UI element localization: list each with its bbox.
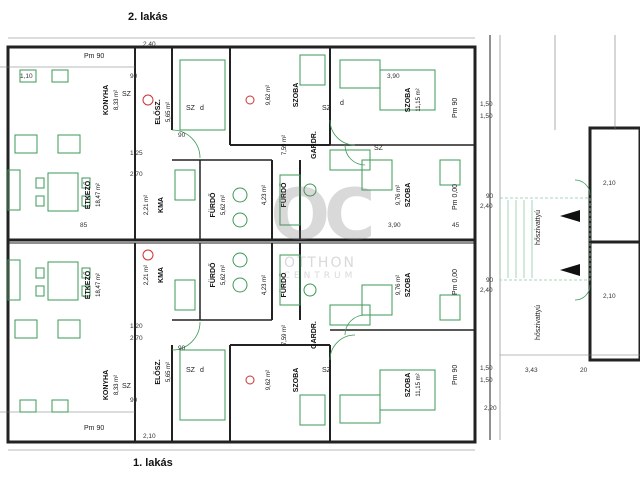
room-name: ELŐSZ. <box>153 359 162 384</box>
hoszivattyu-label: hőszivattyú <box>535 305 542 340</box>
d-label: d <box>200 105 204 112</box>
room-name: SZOBA <box>405 373 412 398</box>
room-area: 11,15 m² <box>416 373 422 396</box>
frame-lines <box>0 35 640 451</box>
dim: 90 <box>486 277 494 284</box>
room-name: SZOBA <box>405 88 412 113</box>
sz-label: SZ <box>186 105 196 112</box>
pm-label: Pm 0,00 <box>452 269 459 295</box>
room-area: 4,23 m² <box>262 275 268 295</box>
heat-pump-area <box>499 197 591 281</box>
dim: 1,50 <box>480 113 493 120</box>
sz-label: SZ <box>374 145 384 152</box>
markers <box>142 94 255 385</box>
room-name: SZOBA <box>405 183 412 208</box>
room-name: FÜRDŐ <box>208 192 217 217</box>
room-area: 7,59 m² <box>282 325 288 345</box>
pm-label: Pm 90 <box>452 98 459 118</box>
dim: 1,25 <box>130 150 143 157</box>
dim: 2,20 <box>484 405 497 412</box>
room-name: ELŐSZ. <box>153 99 162 124</box>
pm-label: Pm 90 <box>84 425 104 432</box>
dim: 90 <box>178 132 186 139</box>
unit-title-top: 2. lakás <box>128 11 168 23</box>
dim: 2,40 <box>480 287 493 294</box>
room-area: 4,23 m² <box>262 185 268 205</box>
dim: 2,70 <box>130 335 143 342</box>
room-name: KMA <box>158 267 165 283</box>
room-labels-top: KONYHA 8,33 m² ELŐSZ. 5,65 m² SZOBA 9,62… <box>83 83 422 218</box>
pm-label: Pm 0,00 <box>452 184 459 210</box>
room-area: 5,65 m² <box>166 362 172 382</box>
sz-label: SZ <box>122 91 132 98</box>
room-area: 7,59 m² <box>282 135 288 155</box>
room-name: KMA <box>158 197 165 213</box>
room-name: GARDR. <box>311 321 318 349</box>
dim: 2,10 <box>603 180 616 187</box>
dim: 20 <box>580 367 588 374</box>
room-name: SZOBA <box>405 273 412 298</box>
pm-label: Pm 90 <box>84 53 104 60</box>
dim: 85 <box>80 222 88 229</box>
dim: 1,20 <box>130 323 143 330</box>
dim: 1,50 <box>480 101 493 108</box>
room-name: SZOBA <box>293 83 300 108</box>
dim: 3,90 <box>388 222 401 229</box>
dim: 2,40 <box>480 203 493 210</box>
dim: 3,43 <box>525 367 538 374</box>
d-label: d <box>340 100 344 107</box>
room-area: 2,21 m² <box>144 195 150 215</box>
dim: 1,50 <box>480 377 493 384</box>
dim: 3,90 <box>387 73 400 80</box>
dim: 2,10 <box>603 293 616 300</box>
room-labels-bottom: KONYHA 8,33 m² ELŐSZ. 5,65 m² SZOBA 9,62… <box>83 262 422 400</box>
sz-label: SZ <box>322 367 332 374</box>
room-name: KONYHA <box>103 85 110 115</box>
dim: 2,70 <box>130 171 143 178</box>
furniture <box>7 54 461 426</box>
room-name: FÜRDŐ <box>208 262 217 287</box>
pm-label: Pm 90 <box>452 365 459 385</box>
walls <box>6 35 640 444</box>
dim: 2,10 <box>143 433 156 440</box>
dim: 1,50 <box>480 365 493 372</box>
room-area: 11,15 m² <box>416 88 422 111</box>
room-area: 9,76 m² <box>396 185 402 205</box>
dim: 90 <box>178 345 186 352</box>
dim: 90 <box>130 397 138 404</box>
room-name: KONYHA <box>103 370 110 400</box>
room-name: FÜRDŐ <box>279 182 288 207</box>
room-name: ÉTKEZŐ <box>83 270 92 299</box>
sz-label: SZ <box>186 367 196 374</box>
sz-label: SZ <box>122 383 132 390</box>
room-area: 5,62 m² <box>221 265 227 285</box>
unit-title-bottom: 1. lakás <box>133 457 173 469</box>
room-area: 5,65 m² <box>166 102 172 122</box>
dim: 90 <box>130 73 138 80</box>
dim: 45 <box>452 222 460 229</box>
dim: 2,40 <box>143 41 156 48</box>
room-area: 18,47 m² <box>96 183 102 207</box>
room-name: SZOBA <box>293 368 300 393</box>
room-area: 18,47 m² <box>96 273 102 297</box>
room-name: GARDR. <box>311 131 318 159</box>
room-area: 8,33 m² <box>114 375 120 395</box>
room-area: 8,33 m² <box>114 90 120 110</box>
dim: 1,10 <box>20 73 33 80</box>
door-swings <box>171 119 591 361</box>
sz-label: SZ <box>322 105 332 112</box>
room-name: ÉTKEZŐ <box>83 180 92 209</box>
room-area: 9,62 m² <box>266 370 272 390</box>
room-area: 9,76 m² <box>396 275 402 295</box>
room-area: 5,62 m² <box>221 195 227 215</box>
room-area: 2,21 m² <box>144 265 150 285</box>
room-name: FÜRDŐ <box>279 272 288 297</box>
room-area: 9,62 m² <box>266 85 272 105</box>
misc-labels: Pm 90 Pm 90 Pm 90 Pm 90 Pm 0,00 Pm 0,00 … <box>84 53 542 432</box>
d-label: d <box>200 367 204 374</box>
dimension-labels: 2,40 1,10 90 3,90 1,50 1,50 90 1,25 2,70… <box>20 41 616 440</box>
dim: 90 <box>486 193 494 200</box>
hoszivattyu-label: hőszivattyú <box>535 210 542 245</box>
